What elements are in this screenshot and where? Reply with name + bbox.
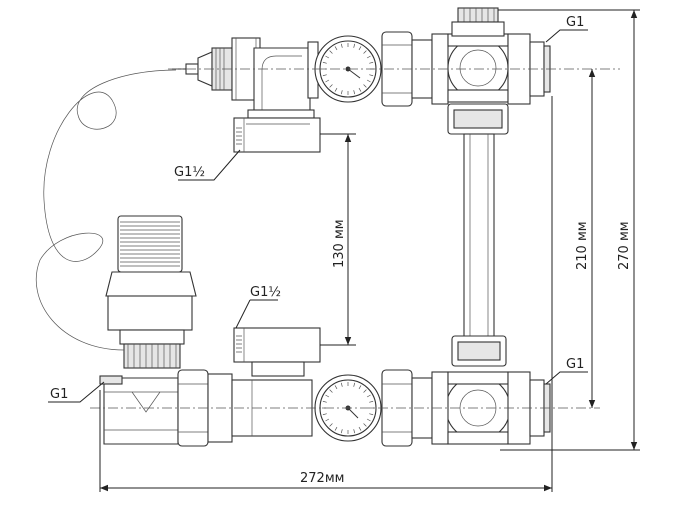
label-thread-mid: G1½ bbox=[250, 285, 281, 300]
vertical-bypass-pipe bbox=[451, 133, 507, 367]
mid-outlet bbox=[233, 327, 321, 377]
dim-height-inner: 210 мм bbox=[575, 221, 590, 270]
leader-lines bbox=[48, 29, 588, 403]
label-thread-top-left: G1½ bbox=[174, 165, 205, 180]
label-thread-top-right: G1 bbox=[566, 15, 584, 30]
dim-width-total: 272мм bbox=[300, 471, 344, 486]
dimension-lines bbox=[99, 9, 640, 492]
dim-height-total: 270 мм bbox=[617, 221, 632, 270]
top-elbow bbox=[253, 47, 311, 113]
label-thread-bottom-right: G1 bbox=[566, 357, 584, 372]
top-outlet bbox=[233, 117, 321, 153]
top-ball-valve bbox=[447, 37, 509, 99]
label-thread-bottom-left: G1 bbox=[50, 387, 68, 402]
capillary-tube bbox=[35, 69, 177, 351]
thermostat-head bbox=[105, 215, 197, 369]
top-pipe-assembly bbox=[172, 7, 551, 135]
dim-center-distance: 130 мм bbox=[332, 219, 347, 268]
